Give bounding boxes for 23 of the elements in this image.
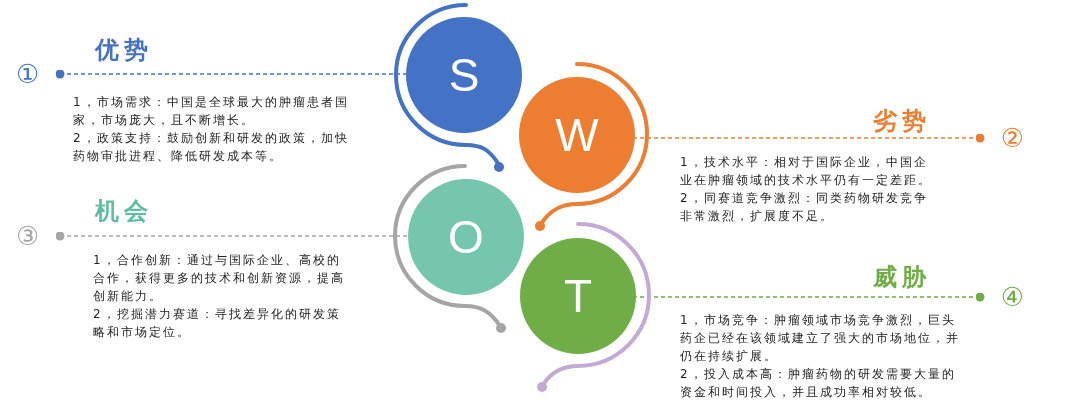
dashed-connector: [55, 69, 407, 79]
point-text: 1，技术水平：相对于国际企业，中国企业在肿瘤领域的技术水平仍有一定差距。: [680, 154, 933, 189]
point-text: 1，合作创新：通过与国际企业、高校的合作，获得更多的技术和创新资源，提高创新能力。: [93, 252, 346, 305]
circled-number: ③: [16, 221, 60, 251]
circled-number: ②: [980, 123, 1024, 153]
dashed-connector: [55, 231, 409, 241]
point-text: 1，市场需求：中国是全球最大的肿瘤患者国家，市场庞大，且不断增长。: [73, 94, 350, 129]
letter-circle: S: [406, 17, 522, 133]
letter-circle: W: [519, 77, 635, 193]
point-text: 1，市场竞争：肿瘤领域市场竞争激烈，巨头药企已经在该领域建立了强大的市场地位，并仍在持续扩展。: [680, 312, 961, 365]
section-heading: 劣势: [873, 106, 931, 136]
point-text: 2，挖掘潜力赛道：寻找差异化的研发策略和市场定位。: [93, 306, 342, 341]
point-text: 2，政策支持：鼓励创新和研发的政策，加快药物审批进程、降低研发成本等。: [73, 130, 350, 165]
letter-circle: O: [408, 179, 524, 295]
circled-number: ④: [980, 282, 1024, 312]
section-heading: 优势: [95, 35, 153, 65]
point-text: 2，同赛道竞争激烈：同类药物研发竞争非常激烈，扩展度不足。: [680, 190, 929, 225]
letter-circle: T: [520, 238, 636, 354]
point-text: 2，投入成本高：肿瘤药物的研发需要大量的资金和时间投入，并且成功率相对较低。: [680, 366, 957, 401]
section-heading: 威胁: [873, 262, 931, 292]
circled-number: ①: [16, 59, 60, 89]
dashed-connector: [634, 133, 985, 143]
section-heading: 机会: [95, 196, 153, 226]
